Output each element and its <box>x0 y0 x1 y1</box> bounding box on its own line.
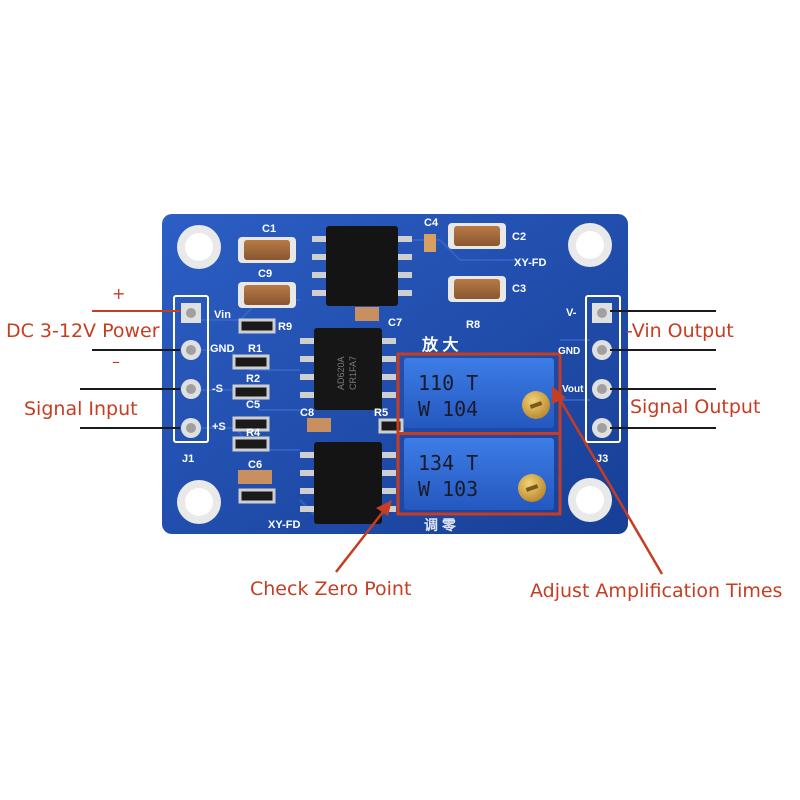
label-plus-s: +S <box>212 421 226 433</box>
label-j3: J3 <box>596 453 608 465</box>
label-c7: C7 <box>388 317 402 329</box>
capacitors <box>238 223 506 484</box>
label-r8: R8 <box>466 319 480 331</box>
plus-sign: + <box>112 284 126 303</box>
label-gnd-right: GND <box>558 346 580 357</box>
label-r4: R4 <box>246 427 261 439</box>
label-v-minus: V- <box>566 307 577 319</box>
smd-resistors <box>232 318 404 504</box>
label-gnd-left: GND <box>210 343 235 355</box>
label-c5: C5 <box>246 399 260 411</box>
label-c4: C4 <box>424 217 439 229</box>
label-c2: C2 <box>512 231 526 243</box>
header-j1 <box>173 295 209 443</box>
label-r5: R5 <box>374 407 388 419</box>
label-dc-power: DC 3-12V Power <box>6 320 160 342</box>
label-minus-s: -S <box>212 383 223 395</box>
ic-chips <box>300 226 412 524</box>
label-chinese-bottom: 调 零 <box>424 517 457 533</box>
callout-arrows <box>335 386 664 575</box>
header-j3 <box>585 295 621 443</box>
label-signal-input: Signal Input <box>24 398 138 420</box>
mounting-holes <box>177 223 612 524</box>
potentiometer-zero <box>404 438 554 510</box>
label-r2: R2 <box>246 373 260 385</box>
chip-label-line1: AD620A <box>336 356 346 390</box>
chip-label-line2: CR1FA7 <box>348 356 358 390</box>
label-signal-output: Signal Output <box>630 396 761 418</box>
label-r9: R9 <box>278 321 292 333</box>
minus-sign: – <box>112 352 120 371</box>
label-r1: R1 <box>248 343 262 355</box>
label-vin: Vin <box>214 309 231 321</box>
pot1-label-line1: 110 T <box>418 371 478 395</box>
label-xyfd-top: XY-FD <box>514 257 546 269</box>
pot-divider <box>398 432 560 435</box>
label-j1: J1 <box>182 453 194 465</box>
label-vin-output: -Vin Output <box>626 320 734 342</box>
label-c8: C8 <box>300 407 314 419</box>
pot2-label-line2: W 103 <box>418 477 478 501</box>
pot2-label-line1: 134 T <box>418 451 478 475</box>
pot1-label-line2: W 104 <box>418 397 478 421</box>
signal-wires <box>80 310 716 429</box>
label-check-zero-point: Check Zero Point <box>250 578 412 600</box>
potentiometer-gain <box>404 358 554 428</box>
label-xyfd-bottom: XY-FD <box>268 519 300 531</box>
label-c1: C1 <box>262 223 276 235</box>
label-c6: C6 <box>248 459 262 471</box>
label-c3: C3 <box>512 283 526 295</box>
label-vout: Vout <box>562 384 584 395</box>
label-chinese-top: 放 大 <box>421 335 458 354</box>
label-c9: C9 <box>258 268 272 280</box>
label-adjust-amplification: Adjust Amplification Times <box>530 580 783 602</box>
